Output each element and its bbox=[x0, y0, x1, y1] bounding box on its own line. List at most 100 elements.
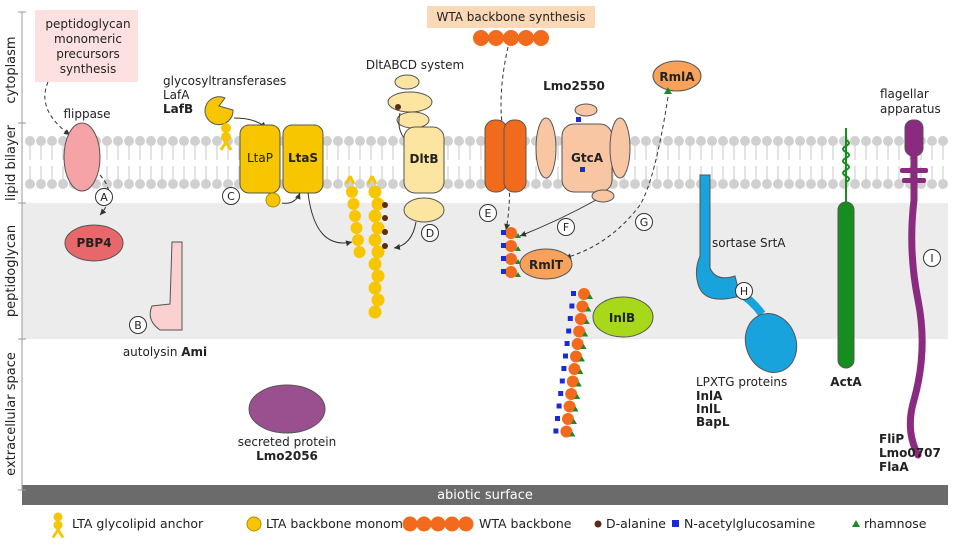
lta-backbone-monomer bbox=[371, 245, 385, 259]
lipid-head bbox=[212, 136, 222, 146]
legend-rhamnose-label: rhamnose bbox=[864, 516, 927, 531]
lipid-head bbox=[828, 179, 838, 189]
marker-circle bbox=[557, 218, 575, 236]
lipid-head bbox=[476, 179, 486, 189]
lipid-head bbox=[553, 179, 563, 189]
lta-anchor-bead bbox=[53, 520, 63, 530]
abiotic-surface-label: abiotic surface bbox=[437, 488, 533, 503]
lipid-head bbox=[641, 136, 651, 146]
glcnac-residue bbox=[567, 316, 573, 321]
zone-label-cytoplasm: cytoplasm bbox=[4, 36, 19, 103]
glycosyltransferase-lafb-label: LafB bbox=[163, 102, 193, 116]
inlb-protein bbox=[592, 296, 654, 338]
lipid-head bbox=[630, 136, 640, 146]
marker-circle bbox=[479, 204, 497, 222]
legend-wta-backbone-icon bbox=[402, 516, 474, 532]
lipid-head bbox=[377, 136, 387, 146]
flagellar-protein-flip: FliP bbox=[879, 432, 904, 446]
glcnac-residue bbox=[555, 416, 560, 421]
glcnac-residue bbox=[571, 291, 576, 296]
glcnac-residue bbox=[501, 243, 506, 248]
lipid-head bbox=[806, 136, 816, 146]
gtca-glcnac-low bbox=[580, 167, 585, 172]
wta-polymer-inlb bbox=[553, 288, 593, 438]
wta-transporter-right bbox=[503, 119, 527, 193]
marker-circle bbox=[421, 224, 439, 242]
lta-backbone-monomer bbox=[368, 305, 382, 319]
lipid-head bbox=[674, 136, 684, 146]
precursors-line-2: monomeric bbox=[54, 32, 122, 46]
lipid-head bbox=[773, 136, 783, 146]
wta-backbone-bead bbox=[573, 325, 586, 338]
marker-label: B bbox=[134, 319, 142, 332]
lipid-head bbox=[718, 136, 728, 146]
wta-backbone-bead bbox=[574, 313, 587, 325]
lipid-head bbox=[927, 179, 937, 189]
lipid-head bbox=[443, 179, 453, 189]
wta-backbone-bead bbox=[505, 227, 517, 239]
lta-backbone-monomer bbox=[371, 269, 385, 283]
flagellar-label-line-1: flagellar bbox=[880, 87, 929, 101]
rhamnose-residue bbox=[574, 394, 581, 399]
sortase-srta-protein bbox=[695, 174, 741, 300]
wta-backbone-bead bbox=[505, 253, 517, 265]
lipid-head bbox=[663, 136, 673, 146]
gtca-to-wta-arrow bbox=[519, 199, 597, 237]
marker-circle bbox=[222, 187, 240, 205]
glcnac-residue bbox=[564, 341, 570, 346]
lpxtg-item-inla: InlA bbox=[696, 389, 723, 403]
marker-circle bbox=[129, 316, 147, 334]
wta-backbone-bead bbox=[444, 516, 460, 532]
inlb-label: InlB bbox=[609, 311, 635, 325]
rhamnose-residue bbox=[575, 381, 582, 387]
legend-lta-monomer-icon bbox=[246, 516, 262, 532]
lipid-head bbox=[861, 179, 871, 189]
lipid-head bbox=[113, 136, 123, 146]
legend: LTA glycolipid anchor LTA backbone monom… bbox=[51, 512, 927, 539]
lipid-head bbox=[454, 136, 464, 146]
marker-label: I bbox=[930, 252, 933, 265]
glcnac-residue bbox=[561, 366, 567, 371]
d-alanine-residue bbox=[382, 229, 388, 235]
lipid-head bbox=[740, 136, 750, 146]
lipid-head bbox=[47, 136, 57, 146]
lipid-head bbox=[201, 179, 211, 189]
d-alanine-residue bbox=[382, 202, 388, 208]
rhamnose-residue bbox=[515, 259, 521, 264]
secreted-protein-label: secreted protein bbox=[238, 435, 336, 449]
wta-backbone-bead bbox=[430, 516, 446, 532]
wta-backbone-bead bbox=[518, 30, 534, 46]
dltb-protein bbox=[403, 126, 445, 194]
lta-monomer-released bbox=[265, 192, 281, 208]
lipid-head bbox=[938, 136, 948, 146]
lipid-head bbox=[355, 179, 365, 189]
lipid-head bbox=[157, 136, 167, 146]
glcnac-residue bbox=[566, 328, 572, 334]
rhamnose-residue bbox=[579, 356, 585, 362]
flagellar-motor bbox=[904, 119, 924, 157]
precursors-line-1: peptidoglycan bbox=[45, 17, 130, 31]
lipid-head bbox=[344, 136, 354, 146]
rhamnose-residue bbox=[515, 233, 521, 238]
wta-backbone-cytoplasm bbox=[473, 30, 549, 46]
dlt-system-label: DltABCD system bbox=[366, 58, 464, 72]
lmo2550-protein bbox=[535, 117, 557, 179]
lta-anchor-bead bbox=[221, 132, 231, 142]
wta-backbone-bead bbox=[505, 266, 517, 278]
lipid-head bbox=[47, 179, 57, 189]
lipid-head bbox=[476, 136, 486, 146]
lta-backbone-monomer bbox=[346, 186, 358, 198]
lipid-head bbox=[102, 179, 112, 189]
wta-backbone-bead bbox=[571, 338, 584, 350]
marker-circle bbox=[735, 282, 753, 300]
lipid-head bbox=[740, 179, 750, 189]
lipid-head bbox=[168, 136, 178, 146]
lipid-head bbox=[850, 179, 860, 189]
gtca-top-subunit bbox=[574, 103, 598, 117]
lipid-head bbox=[817, 179, 827, 189]
rmlt-protein bbox=[519, 248, 573, 280]
lipid-head bbox=[179, 179, 189, 189]
dlt-subunit-mid bbox=[387, 91, 433, 113]
